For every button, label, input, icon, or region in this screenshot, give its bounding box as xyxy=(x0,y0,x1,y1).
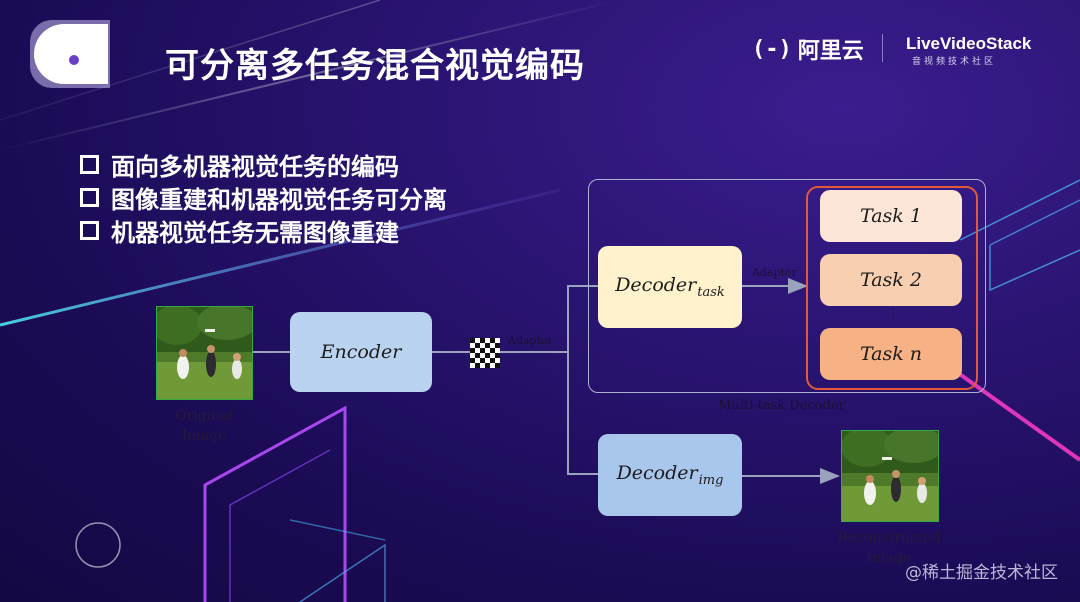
alibaba-cloud-name: 阿里云 xyxy=(797,39,864,64)
checkbox-square-icon xyxy=(80,188,99,207)
brand-divider xyxy=(882,34,883,62)
bullet-item: 机器视觉任务无需图像重建 xyxy=(80,214,447,247)
task-ellipsis: ⋮ xyxy=(886,306,900,322)
alibaba-cloud-icon: (-) xyxy=(752,36,792,62)
caption-line: Original xyxy=(175,408,233,424)
watermark: @稀土掘金技术社区 xyxy=(905,563,1058,583)
task-1-label: Task 1 xyxy=(860,205,922,227)
bullet-item: 图像重建和机器视觉任务可分离 xyxy=(80,181,447,214)
task-2-label: Task 2 xyxy=(860,269,922,291)
decoder-task-label: Decodertask xyxy=(615,274,725,300)
task-n-block: Task n xyxy=(820,328,962,380)
slide-title: 可分离多任务混合视觉编码 xyxy=(165,46,585,86)
decoder-task-subscript: task xyxy=(697,285,725,300)
bullet-text: 图像重建和机器视觉任务可分离 xyxy=(111,186,447,214)
checkbox-square-icon xyxy=(80,221,99,240)
reconstructed-image-photo xyxy=(841,430,939,522)
decoder-img-label: Decoderimg xyxy=(616,462,724,488)
bullet-item: 面向多机器视觉任务的编码 xyxy=(80,148,447,181)
task-1-block: Task 1 xyxy=(820,190,962,242)
caption-line: Image xyxy=(866,550,912,566)
alibaba-cloud-logo: (-) 阿里云 xyxy=(752,33,864,65)
caption-line: Image xyxy=(181,428,227,444)
bullet-list: 面向多机器视觉任务的编码 图像重建和机器视觉任务可分离 机器视觉任务无需图像重建 xyxy=(80,148,447,247)
livevideostack-logo: LiveVideoStack xyxy=(906,34,1032,53)
task-group-frame xyxy=(806,186,978,390)
livevideostack-subtitle: 音视频技术社区 xyxy=(912,57,997,67)
caption-line: Reconstructed xyxy=(837,530,941,546)
checkbox-square-icon xyxy=(80,155,99,174)
decoder-task-block: Decodertask xyxy=(598,246,742,328)
adaptor-label: Adaptor xyxy=(508,334,553,347)
multitask-decoder-label: Multi-task Decoder xyxy=(718,398,845,413)
bullet-text: 机器视觉任务无需图像重建 xyxy=(111,219,399,247)
bitstream-checkerboard-icon xyxy=(470,338,500,368)
decoder-img-subscript: img xyxy=(698,473,724,488)
original-image-photo xyxy=(156,306,253,400)
multitask-decoder-frame xyxy=(588,179,986,393)
encoder-label: Encoder xyxy=(320,341,402,363)
task-2-block: Task 2 xyxy=(820,254,962,306)
adaptor-label-2: Adaptor xyxy=(752,266,797,279)
original-image-caption: Original Image xyxy=(166,406,242,446)
encoder-block: Encoder xyxy=(290,312,432,392)
bullet-text: 面向多机器视觉任务的编码 xyxy=(111,153,399,181)
decoder-img-block: Decoderimg xyxy=(598,434,742,516)
reconstructed-image-caption: Reconstructed Image xyxy=(832,528,946,568)
presentation-logo-icon xyxy=(30,20,110,88)
task-n-label: Task n xyxy=(859,343,923,365)
